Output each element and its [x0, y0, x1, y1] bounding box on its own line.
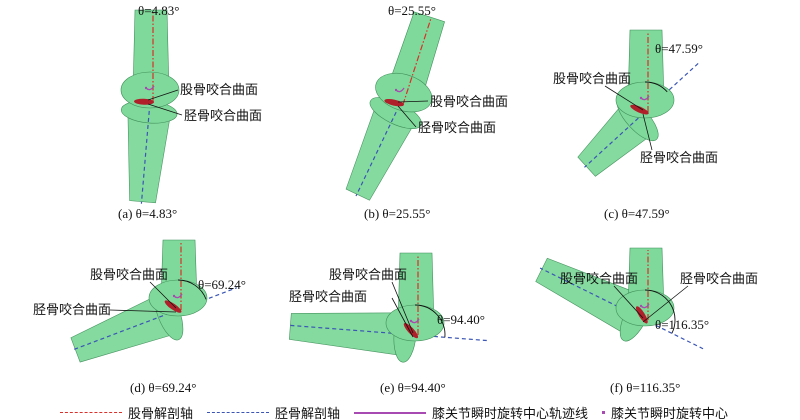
femur-axis-swatch — [60, 412, 122, 413]
trajectory-swatch — [354, 411, 427, 414]
femur-surface-leader — [391, 281, 414, 334]
femur-surface-leader — [147, 89, 179, 101]
legend-tibia-axis-label: 胫骨解剖轴 — [275, 406, 341, 420]
tibia-axis — [539, 267, 650, 323]
rotation-center-point — [172, 294, 176, 298]
contact-surface — [635, 306, 648, 324]
tibia-surface-leader — [397, 105, 417, 128]
femur-surface-label-b: 股骨咬合曲面 — [430, 94, 509, 109]
tibia-surface-label-f: 胫骨咬合曲面 — [680, 271, 759, 286]
knee-panel-c — [577, 29, 700, 177]
theta-arc — [644, 289, 676, 334]
theta-label-c: θ=47.59° — [655, 41, 704, 56]
caption-f: (f) θ=116.35° — [610, 380, 681, 395]
tibia-surface-leader — [642, 285, 689, 323]
femur-surface-label-a: 股骨咬合曲面 — [180, 82, 259, 97]
theta-arc — [644, 81, 668, 93]
knee-panel-d — [70, 239, 238, 363]
rotation-center-point — [409, 319, 413, 323]
legend-center: 膝关节瞬时旋转中心 — [602, 403, 728, 420]
caption-d: (d) θ=69.24° — [130, 380, 197, 395]
theta-arc — [177, 279, 207, 300]
contact-surface — [164, 300, 182, 313]
rotation-center-point — [394, 88, 398, 92]
contact-surface — [630, 104, 649, 115]
legend-tibia-axis: 胫骨解剖轴 — [207, 403, 340, 420]
tibia — [120, 96, 178, 204]
rotation-center-point — [639, 304, 643, 308]
tibia-surface-label-a: 胫骨咬合曲面 — [184, 108, 263, 123]
femur — [615, 247, 675, 327]
femur-surface-label-c: 股骨咬合曲面 — [553, 71, 632, 86]
legend-center-label: 膝关节瞬时旋转中心 — [611, 406, 729, 420]
caption-b: (b) θ=25.55° — [364, 206, 431, 221]
femur-surface-label-f: 股骨咬合曲面 — [560, 271, 639, 286]
knee-panel-e — [288, 252, 489, 363]
tibia-axis-extension — [649, 321, 704, 350]
contact-surface — [384, 99, 404, 107]
rotation-center-point — [144, 86, 148, 90]
tibia-surface-leader — [109, 309, 177, 313]
femur-surface-leader — [604, 85, 644, 111]
theta-arc — [414, 304, 446, 338]
tibia-surface-label-b: 胫骨咬合曲面 — [418, 120, 497, 135]
femur-surface-leader — [397, 100, 429, 103]
tibia-surface-leader — [391, 297, 414, 338]
tibia — [345, 97, 422, 201]
tibia-axis — [355, 99, 403, 197]
tibia-surface-label-d: 胫骨咬合曲面 — [33, 302, 112, 317]
tibia-axis — [140, 96, 152, 204]
theta-label-d: θ=69.24° — [198, 277, 247, 292]
knee-panel-b — [345, 11, 445, 201]
tibia-axis-extension — [648, 61, 700, 110]
legend-femur-axis: 股骨解剖轴 — [60, 403, 193, 420]
femur-surface-label-e: 股骨咬合曲面 — [329, 267, 408, 282]
caption-c: (c) θ=47.59° — [604, 206, 670, 221]
theta-label-a: θ=4.83° — [138, 3, 180, 18]
tibia-axis — [73, 307, 183, 351]
legend-femur-axis-label: 股骨解剖轴 — [128, 406, 194, 420]
femur — [120, 9, 180, 109]
legend-trajectory: 膝关节瞬时旋转中心轨迹线 — [354, 403, 588, 420]
tibia-axis-extension — [419, 334, 489, 342]
contact-surface — [134, 98, 154, 105]
caption-e: (e) θ=94.40° — [380, 380, 446, 395]
tibia-axis-swatch — [207, 412, 270, 413]
knee-panel-f — [535, 247, 704, 350]
tibia — [288, 306, 489, 363]
tibia-surface-label-c: 胫骨咬合曲面 — [640, 150, 719, 165]
theta-label-e: θ=94.40° — [437, 312, 486, 327]
knee-panel-a — [120, 9, 180, 204]
tibia-axis — [584, 108, 650, 168]
center-point-swatch — [602, 411, 606, 414]
caption-a: (a) θ=4.83° — [118, 206, 178, 221]
tibia-surface-label-e: 胫骨咬合曲面 — [289, 289, 368, 304]
theta-label-b: θ=25.55° — [388, 3, 437, 18]
legend: 股骨解剖轴 胫骨解剖轴 膝关节瞬时旋转中心轨迹线 膝关节瞬时旋转中心 — [60, 403, 742, 420]
theta-label-f: θ=116.35° — [655, 317, 710, 332]
tibia-surface-leader — [642, 113, 653, 151]
femur-surface-leader — [149, 281, 177, 309]
tibia-surface-leader — [147, 103, 183, 116]
femur-surface-label-d: 股骨咬合曲面 — [90, 267, 169, 282]
femur-surface-leader — [613, 285, 644, 319]
legend-trajectory-label: 膝关节瞬时旋转中心轨迹线 — [432, 406, 589, 420]
rotation-center-point — [639, 96, 643, 100]
